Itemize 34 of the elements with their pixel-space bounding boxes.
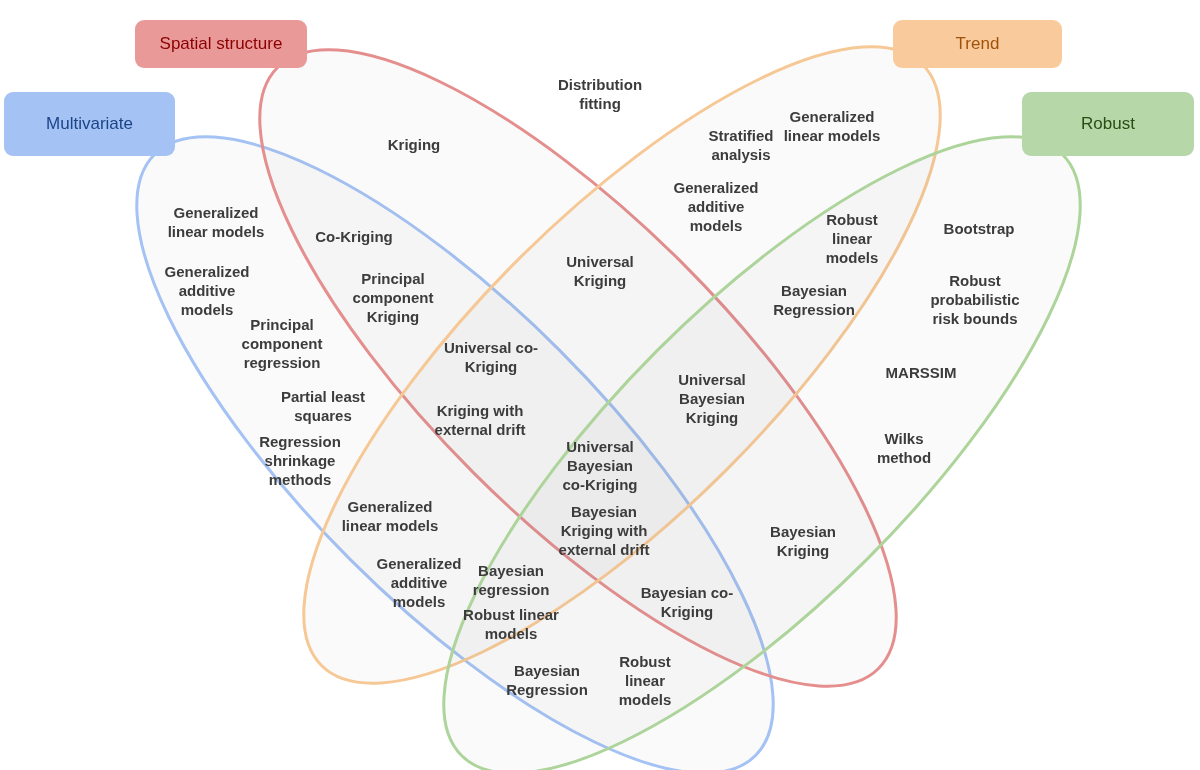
method-label: Kriging with external drift	[433, 401, 527, 439]
method-label: Regression shrinkage methods	[258, 431, 342, 489]
method-label: Universal Bayesian co-Kriging	[561, 436, 639, 494]
method-label: Bayesian Regression	[772, 281, 856, 319]
method-label: Kriging	[386, 134, 442, 154]
category-box: Robust	[1022, 92, 1194, 156]
method-label: Wilks method	[875, 429, 933, 467]
method-label: Universal co-Kriging	[442, 338, 540, 376]
method-label: Bayesian co-Kriging	[639, 583, 735, 621]
method-label: Universal Kriging	[565, 252, 635, 290]
method-label: Co-Kriging	[314, 226, 394, 246]
method-label: Robust linear models	[824, 209, 880, 267]
method-label: Robust probabilistic risk bounds	[929, 270, 1021, 328]
method-label: Generalized linear models	[340, 497, 440, 535]
category-box: Spatial structure	[135, 20, 307, 68]
method-label: Generalized additive models	[375, 553, 463, 611]
method-label: Partial least squares	[279, 387, 367, 425]
method-label: Generalized linear models	[782, 107, 882, 145]
method-label: Bayesian Kriging with external drift	[557, 501, 651, 559]
category-box: Multivariate	[4, 92, 175, 156]
method-label: MARSSIM	[884, 362, 958, 382]
method-label: Stratified analysis	[707, 126, 775, 164]
category-box: Trend	[893, 20, 1062, 68]
method-label: Generalized linear models	[166, 203, 266, 241]
method-label: Principal component Kriging	[351, 268, 435, 326]
method-label: Robust linear models	[462, 605, 560, 643]
method-label: Bootstrap	[942, 218, 1016, 238]
method-label: Bayesian Regression	[505, 661, 589, 699]
method-label: Universal Bayesian Kriging	[677, 369, 747, 427]
method-label: Robust linear models	[617, 651, 673, 709]
method-label: Generalized additive models	[672, 177, 760, 235]
method-label: Bayesian regression	[471, 561, 551, 599]
method-label: Bayesian Kriging	[769, 522, 837, 560]
method-label: Distribution fitting	[556, 75, 644, 113]
